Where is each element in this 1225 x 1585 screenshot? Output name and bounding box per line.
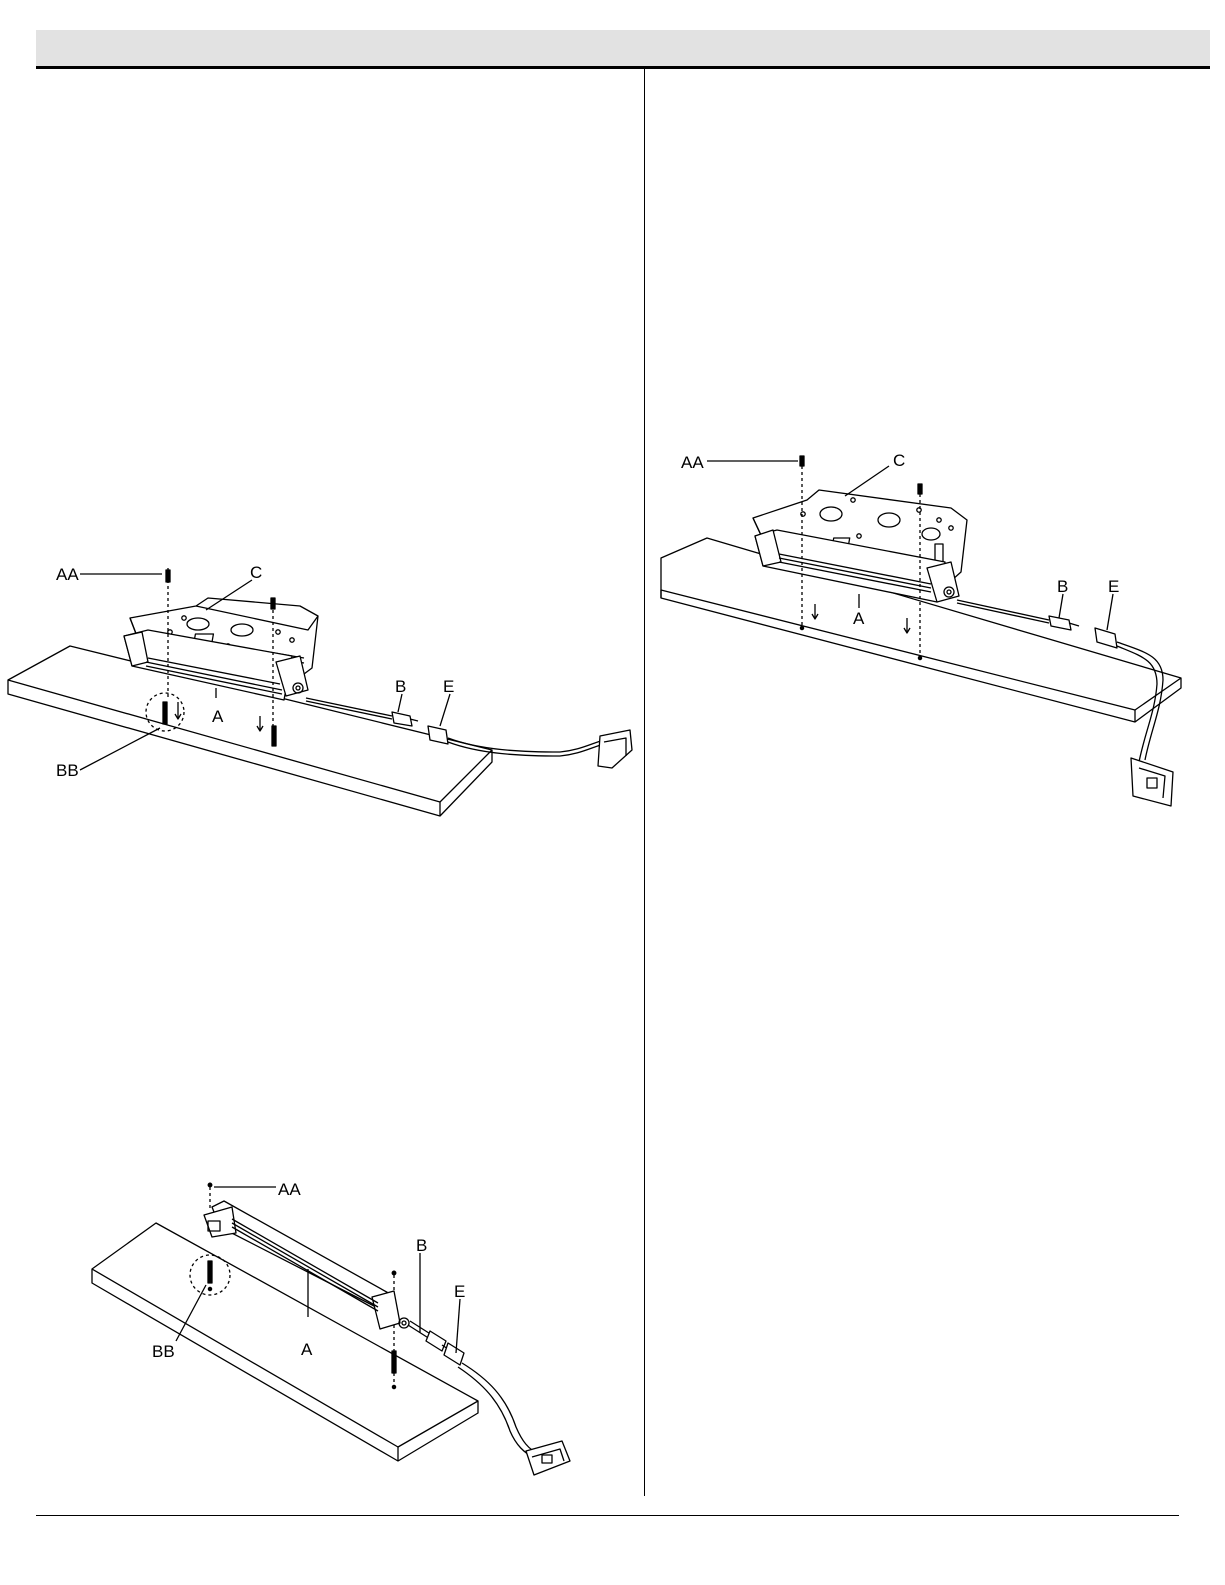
figure-bottom-left-drawing: AA B E A BB [80,1165,600,1495]
label-b: B [1057,577,1068,596]
figure-top-right-drawing: AA C B E A [655,440,1215,820]
header-band [36,30,1210,69]
label-bb: BB [152,1342,175,1361]
figure-bottom-left: AA B E A BB [80,1165,600,1495]
label-e: E [1108,577,1119,596]
column-divider [644,69,645,1496]
label-c: C [250,563,262,582]
figure-top-left: AA C B E A BB [0,540,640,830]
label-aa: AA [56,565,79,584]
label-b: B [395,677,406,696]
label-aa: AA [681,453,704,472]
figure-top-left-drawing: AA C B E A BB [0,540,640,830]
figure-top-right: AA C B E A [655,440,1215,820]
footer-rule [36,1515,1179,1516]
label-aa: AA [278,1180,301,1199]
label-bb: BB [56,761,79,780]
label-a: A [301,1340,313,1359]
label-a: A [212,707,224,726]
label-a: A [853,609,865,628]
label-e: E [454,1282,465,1301]
label-c: C [893,451,905,470]
label-e: E [443,677,454,696]
label-b: B [416,1236,427,1255]
